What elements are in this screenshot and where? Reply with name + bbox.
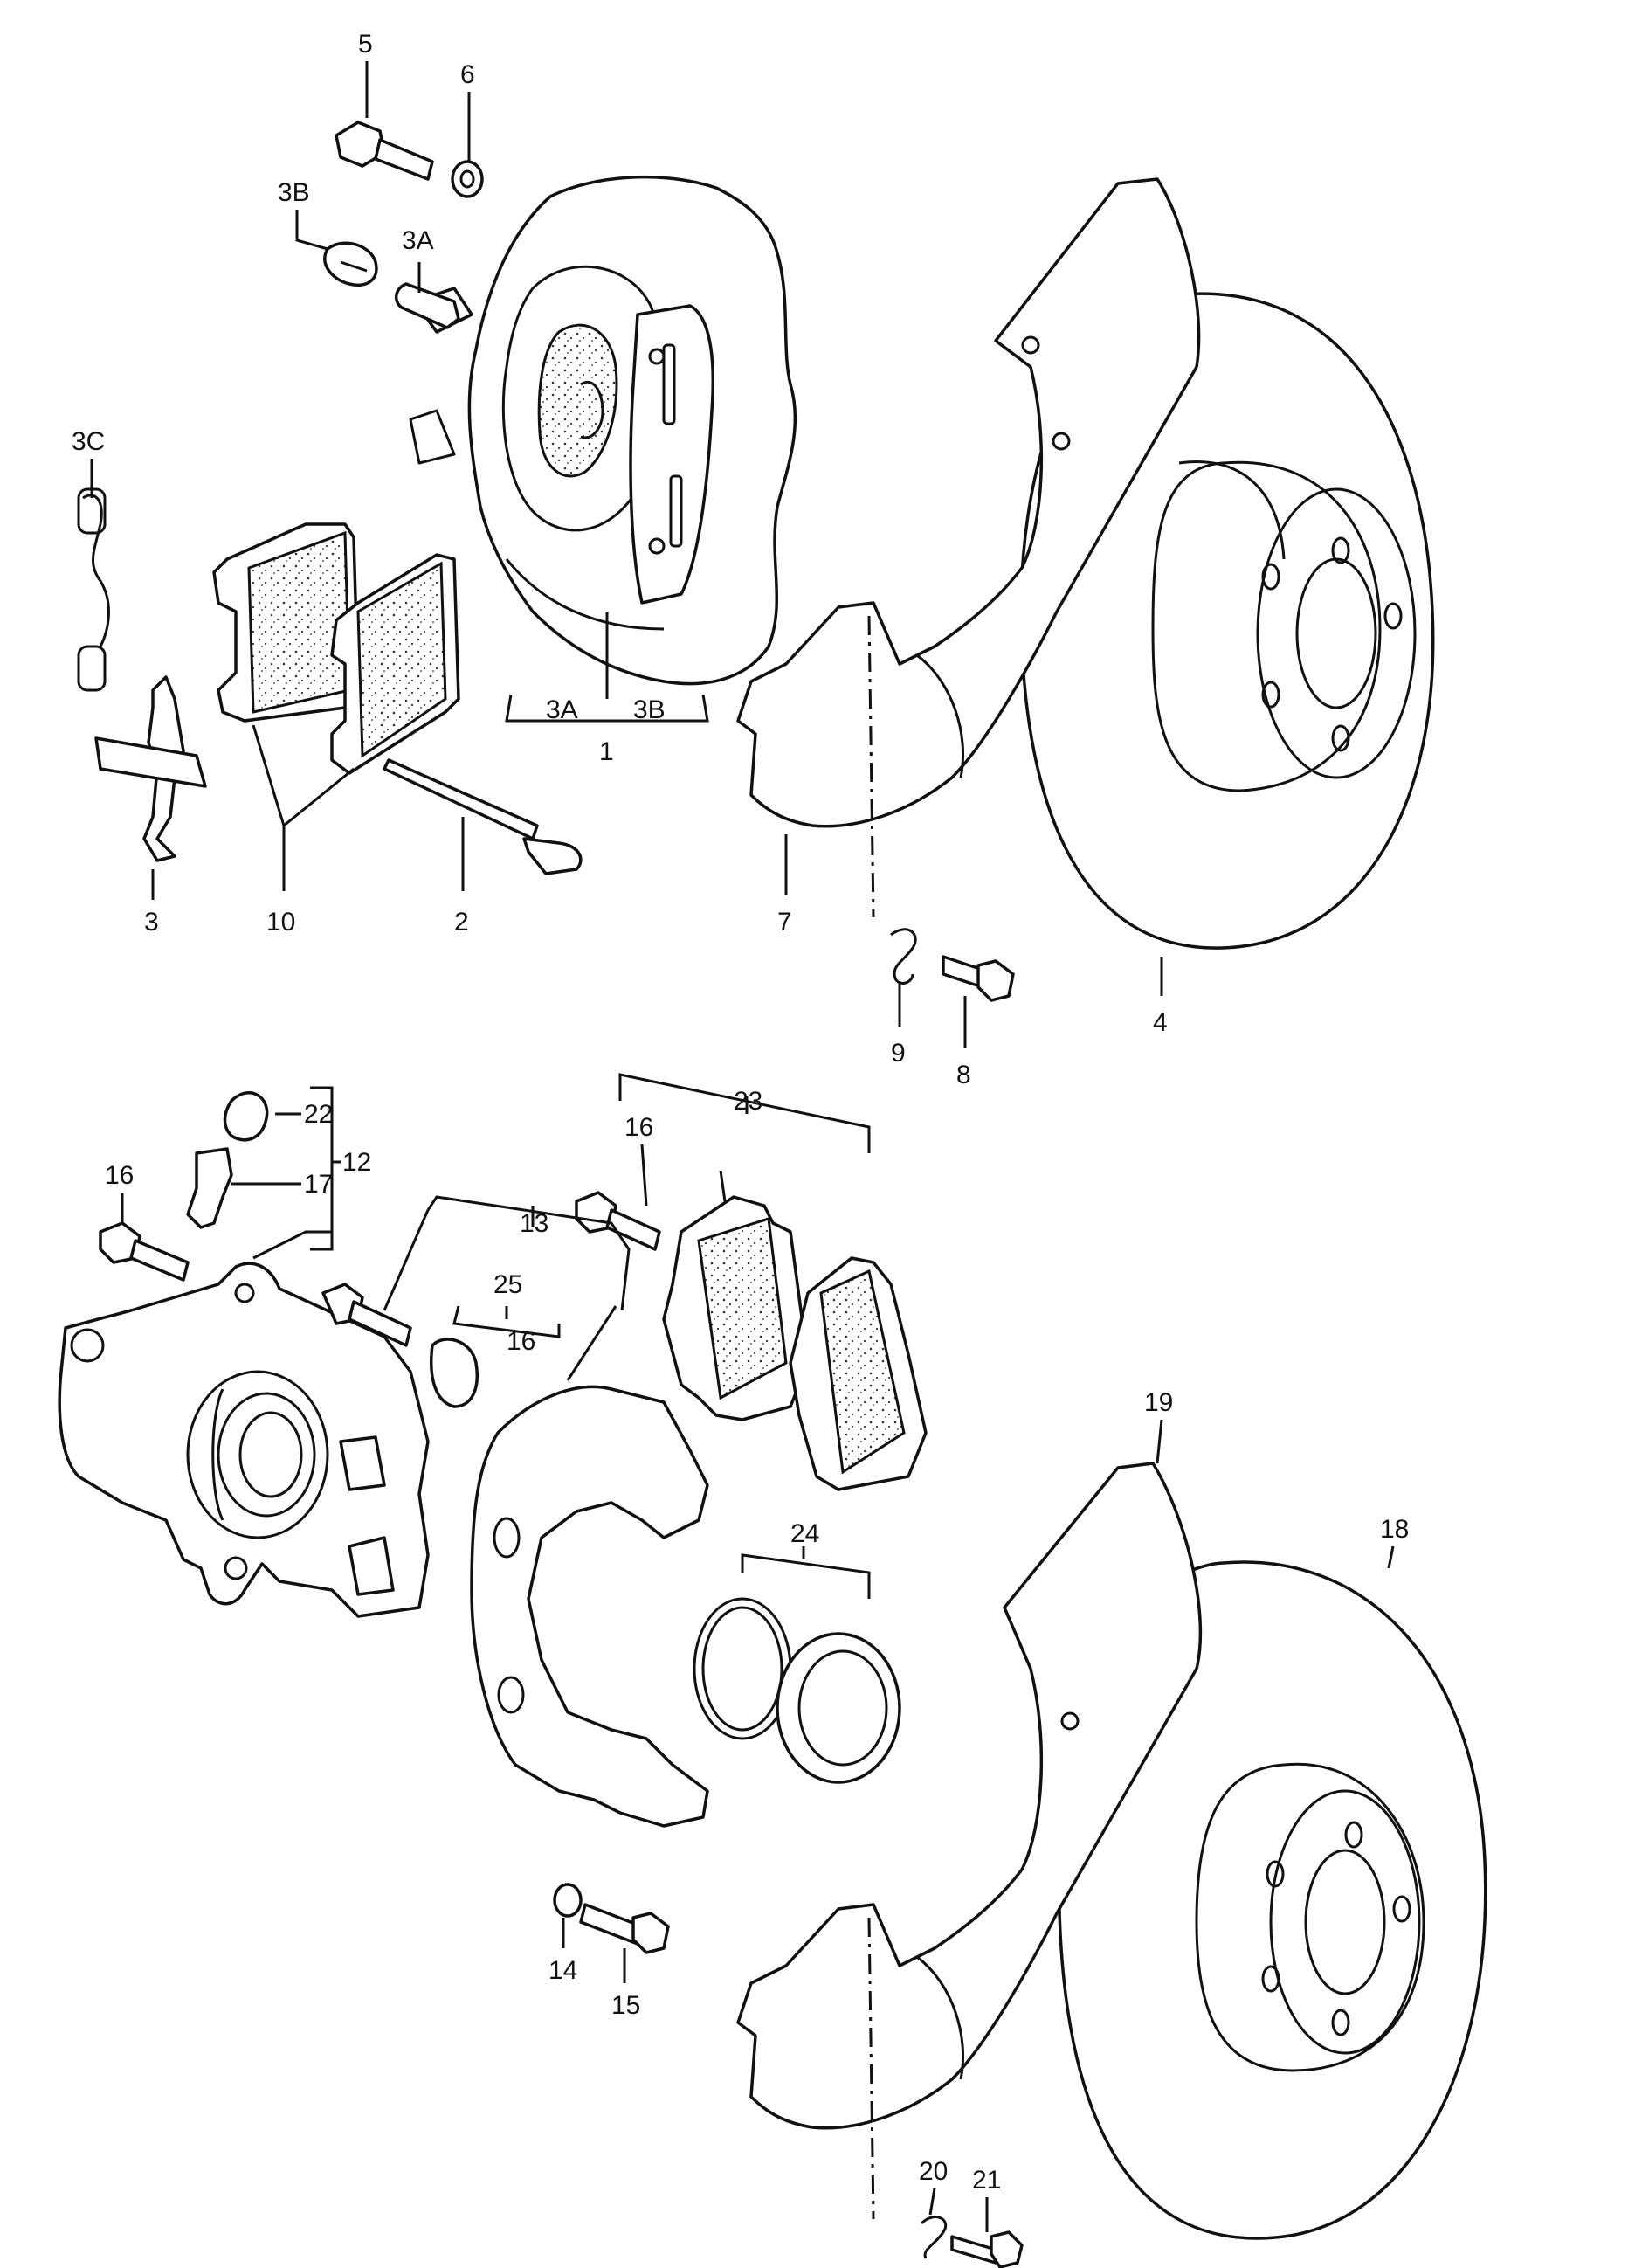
bleeder-valve-17 xyxy=(186,1147,233,1229)
shield-centerline xyxy=(867,615,875,918)
label-2: 2 xyxy=(454,908,469,937)
bolt-5 xyxy=(335,121,434,181)
caliper-housing xyxy=(58,1262,430,1618)
label-16-mid: 16 xyxy=(624,1113,653,1142)
label-3a-bracket: 3A xyxy=(546,695,578,724)
dust-cap-3b xyxy=(323,241,378,287)
label-24: 24 xyxy=(790,1519,819,1548)
label-12: 12 xyxy=(342,1148,371,1177)
guide-bolt xyxy=(321,1283,412,1347)
label-17: 17 xyxy=(304,1170,333,1199)
label-22: 22 xyxy=(304,1100,333,1129)
spreader-spring-3 xyxy=(94,675,207,862)
label-3b-bracket: 3B xyxy=(633,695,666,724)
bolt-16-left xyxy=(99,1221,190,1282)
label-25: 25 xyxy=(493,1270,522,1299)
label-3c: 3C xyxy=(72,427,105,456)
dust-cap-22 xyxy=(223,1091,269,1142)
label-8: 8 xyxy=(956,1061,971,1089)
label-16-left: 16 xyxy=(105,1161,134,1190)
label-3a: 3A xyxy=(402,226,434,255)
label-18: 18 xyxy=(1380,1515,1409,1544)
label-3b: 3B xyxy=(278,178,310,207)
label-23: 23 xyxy=(734,1087,762,1116)
washer-9 xyxy=(890,928,917,985)
label-16-right: 16 xyxy=(507,1327,535,1356)
washer-20 xyxy=(920,2216,947,2259)
label-20: 20 xyxy=(919,2157,948,2186)
leader-lines xyxy=(90,61,1395,2232)
bleeder-valve-3a xyxy=(395,282,460,329)
guide-sleeve-25 xyxy=(430,1338,479,1408)
label-14: 14 xyxy=(548,1956,577,1985)
label-9: 9 xyxy=(891,1039,906,1068)
bolt-15 xyxy=(579,1903,670,1954)
washer-14 xyxy=(553,1883,583,1918)
label-7: 7 xyxy=(777,908,792,937)
label-3: 3 xyxy=(144,908,159,937)
splash-shield-19 xyxy=(736,1462,1203,2130)
piston-seal-kit-24 xyxy=(693,1597,901,1784)
label-15: 15 xyxy=(611,1991,640,2020)
label-19: 19 xyxy=(1144,1388,1173,1417)
label-4: 4 xyxy=(1153,1008,1168,1037)
label-13: 13 xyxy=(520,1209,548,1238)
brake-pads-10 xyxy=(212,522,460,775)
splash-shield-7 xyxy=(736,177,1201,828)
caliper-carrier-13 xyxy=(470,1385,709,1828)
guide-pin-2 xyxy=(383,758,583,875)
caliper-1 xyxy=(409,175,797,686)
label-6: 6 xyxy=(460,60,475,89)
brake-pads-23 xyxy=(662,1195,928,1491)
label-21: 21 xyxy=(972,2166,1001,2195)
bolt-21 xyxy=(950,2230,1024,2268)
retaining-clip-3c xyxy=(77,487,110,692)
washer-6 xyxy=(451,160,484,198)
label-10: 10 xyxy=(266,908,295,937)
label-1: 1 xyxy=(599,737,614,766)
bolt-8 xyxy=(942,955,1015,1002)
label-5: 5 xyxy=(358,30,373,59)
shield-centerline-lower xyxy=(867,1917,875,2220)
